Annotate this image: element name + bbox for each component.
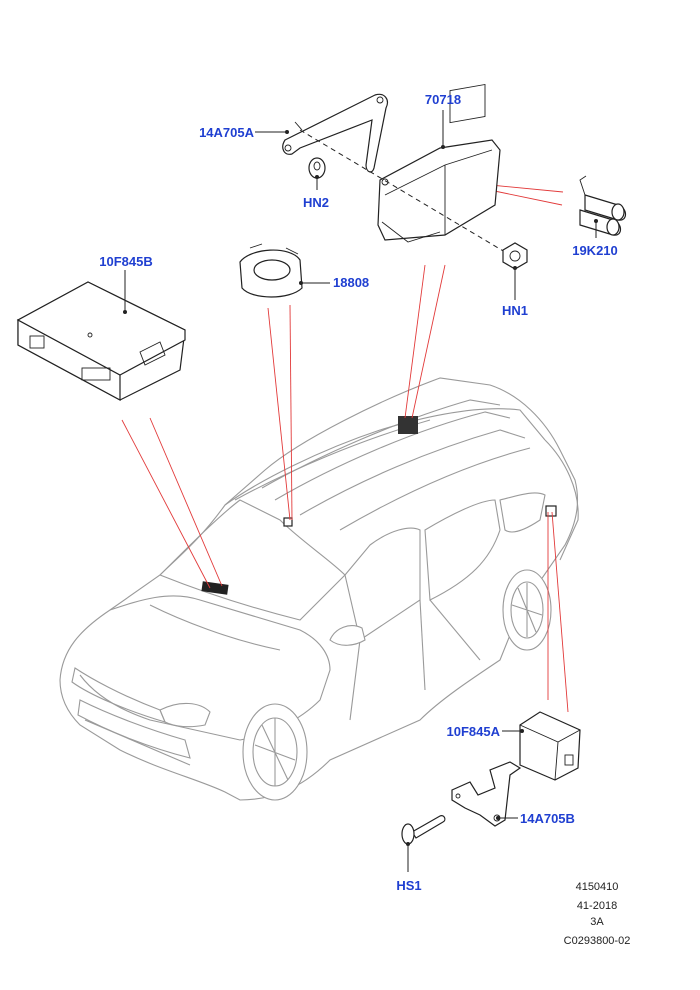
- bracket-14a705b: [451, 761, 522, 827]
- screw-hs1: [401, 815, 446, 845]
- module-10f845a: [519, 711, 581, 781]
- reference-line-1: 4150410: [576, 881, 619, 893]
- vehicle-outline: [59, 377, 579, 801]
- sensor-18808: [239, 243, 303, 298]
- bracket-14a705a: [282, 93, 388, 173]
- reference-line-2: 41-2018: [577, 900, 617, 912]
- callout-hs1: HS1: [396, 878, 421, 893]
- fastening-axis: [299, 129, 511, 256]
- module-location-roof: [283, 517, 293, 527]
- reference-block: 4150410 41-2018 3A C0293800-02: [564, 881, 631, 947]
- callout-10f845a: 10F845A: [447, 724, 501, 739]
- callout-18808: 18808: [333, 275, 369, 290]
- callout-hn2: HN2: [303, 195, 329, 210]
- nut-hn1: [502, 242, 528, 270]
- battery-19k210: [579, 175, 627, 236]
- callout-hn1: HN1: [502, 303, 528, 318]
- reference-line-3: 3A: [590, 916, 604, 928]
- module-location-rear-side: [545, 505, 557, 517]
- reference-line-4: C0293800-02: [564, 935, 631, 947]
- callout-leaders: [123, 110, 598, 872]
- callout-10f845b: 10F845B: [99, 254, 152, 269]
- location-leaders: [121, 182, 569, 713]
- module-location-rear-roof: [398, 416, 418, 434]
- module-10f845b: [16, 281, 186, 402]
- callout-14a705a: 14A705A: [199, 125, 255, 140]
- callout-14a705b: 14A705B: [520, 811, 575, 826]
- callout-19k210: 19K210: [572, 243, 618, 258]
- module-70718: [377, 83, 501, 243]
- callout-70718: 70718: [425, 92, 461, 107]
- nut-hn2: [308, 157, 326, 179]
